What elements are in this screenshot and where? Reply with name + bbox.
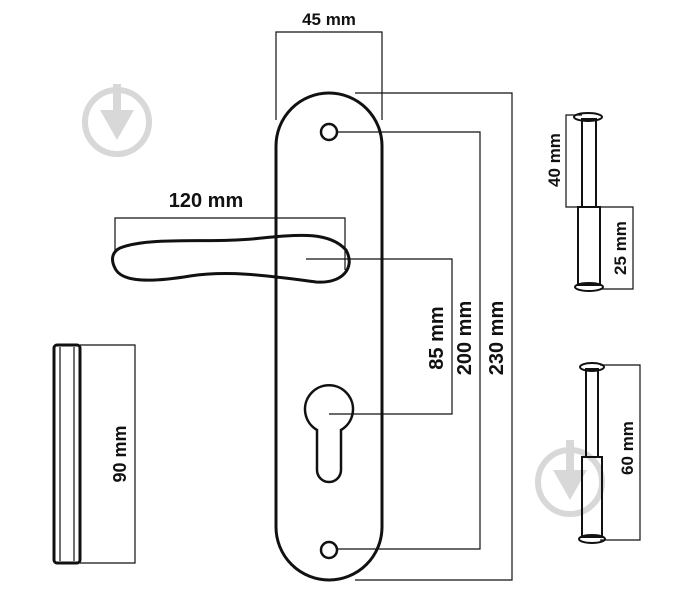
plate-width-dim-line bbox=[275, 31, 383, 120]
screw-length-label: 60 mm bbox=[618, 421, 637, 475]
plate-height-label: 230 mm bbox=[486, 301, 508, 376]
lever-cylinder-label: 85 mm bbox=[426, 306, 448, 369]
back-plate bbox=[274, 91, 384, 582]
screw-spacing-label: 200 mm bbox=[454, 301, 476, 376]
spindle-short-label: 25 mm bbox=[611, 221, 630, 275]
top-screw-hole bbox=[319, 122, 339, 142]
spindle-short-dim-line bbox=[600, 206, 634, 290]
plate-width-label: 45 mm bbox=[302, 10, 356, 29]
connecting-screw-short bbox=[573, 112, 604, 292]
screw-spacing-dim-line bbox=[336, 131, 481, 550]
cylinder-cutout bbox=[303, 384, 355, 484]
watermark-icon-right bbox=[535, 440, 605, 517]
bar-length-label: 90 mm bbox=[110, 425, 130, 482]
spindle-long-label: 40 mm bbox=[545, 133, 564, 187]
screw-length-dim-line bbox=[600, 364, 641, 541]
connecting-screw-long bbox=[578, 362, 606, 544]
lever-handle bbox=[111, 233, 351, 284]
bar-dim-line bbox=[80, 344, 136, 564]
spindle-long-dim-line bbox=[565, 114, 582, 208]
watermark-icon-left bbox=[82, 84, 152, 157]
plate-height-dim-line bbox=[355, 92, 513, 581]
lever-length-label: 120 mm bbox=[169, 190, 244, 212]
square-spindle-bar bbox=[52, 343, 82, 565]
lever-dim-line bbox=[114, 217, 346, 270]
lever-cylinder-dim-line bbox=[306, 258, 453, 415]
bottom-screw-hole bbox=[319, 540, 339, 560]
